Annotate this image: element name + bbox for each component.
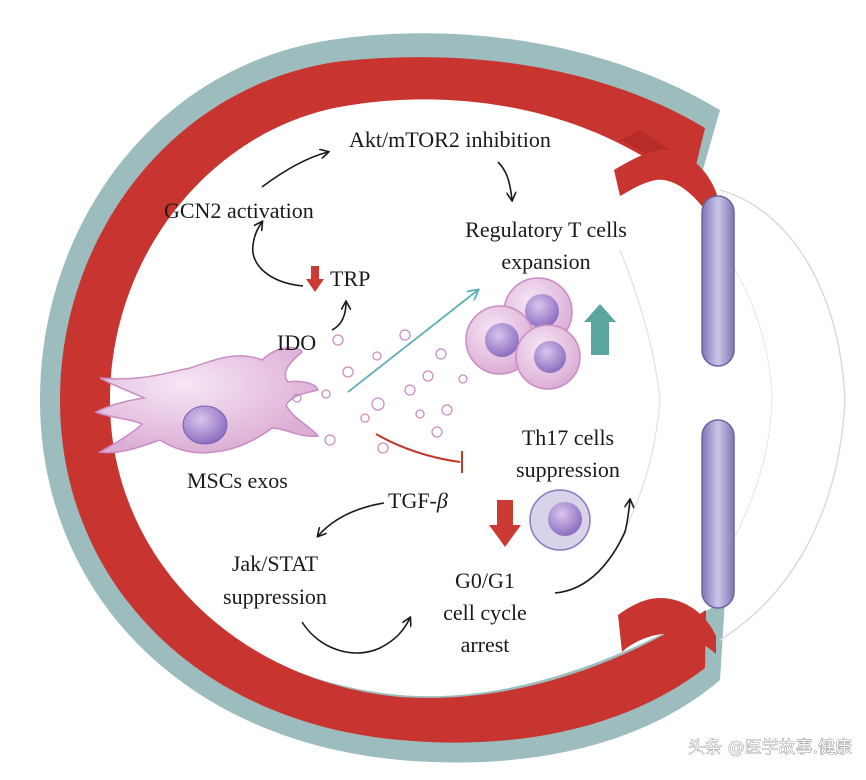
mscs-exos-label: MSCs exos xyxy=(187,468,288,493)
ido-label: IDO xyxy=(277,330,316,355)
th17-label-line2: suppression xyxy=(516,457,620,482)
th17-inhibition-line xyxy=(375,433,463,473)
treg-promotion-arrow xyxy=(347,290,478,393)
akt-mtor2-label: Akt/mTOR2 inhibition xyxy=(349,127,551,152)
jak-stat-label-line1: Jak/STAT xyxy=(232,551,319,576)
watermark-text: 头条 @医学故事.健康 xyxy=(688,738,852,758)
th17-cell xyxy=(529,489,591,551)
jak-stat-label-line2: suppression xyxy=(223,584,327,609)
exosome-vesicles xyxy=(292,329,468,454)
decrease-arrow-icon xyxy=(489,500,521,547)
capsule-band-upper xyxy=(701,195,735,367)
msc-cell xyxy=(94,346,320,454)
trp-decrease-arrow-icon xyxy=(306,266,324,292)
g0g1-label-line3: arrest xyxy=(461,632,510,657)
capsule-band-lower xyxy=(701,419,735,609)
pathway-arrows xyxy=(252,152,630,654)
g0g1-label-line2: cell cycle xyxy=(443,600,527,625)
capsule-outer-wall xyxy=(40,33,725,763)
g0g1-label-line1: G0/G1 xyxy=(455,568,515,593)
trp-label: TRP xyxy=(330,266,370,291)
tgf-beta-label: TGF-β xyxy=(388,488,448,513)
treg-label-line1: Regulatory T cells xyxy=(465,217,627,242)
treg-cell-cluster xyxy=(465,277,581,390)
gcn2-label: GCN2 activation xyxy=(164,198,314,223)
treg-label-line2: expansion xyxy=(501,249,590,274)
increase-arrow-icon xyxy=(584,304,616,355)
th17-label-line1: Th17 cells xyxy=(522,425,614,450)
